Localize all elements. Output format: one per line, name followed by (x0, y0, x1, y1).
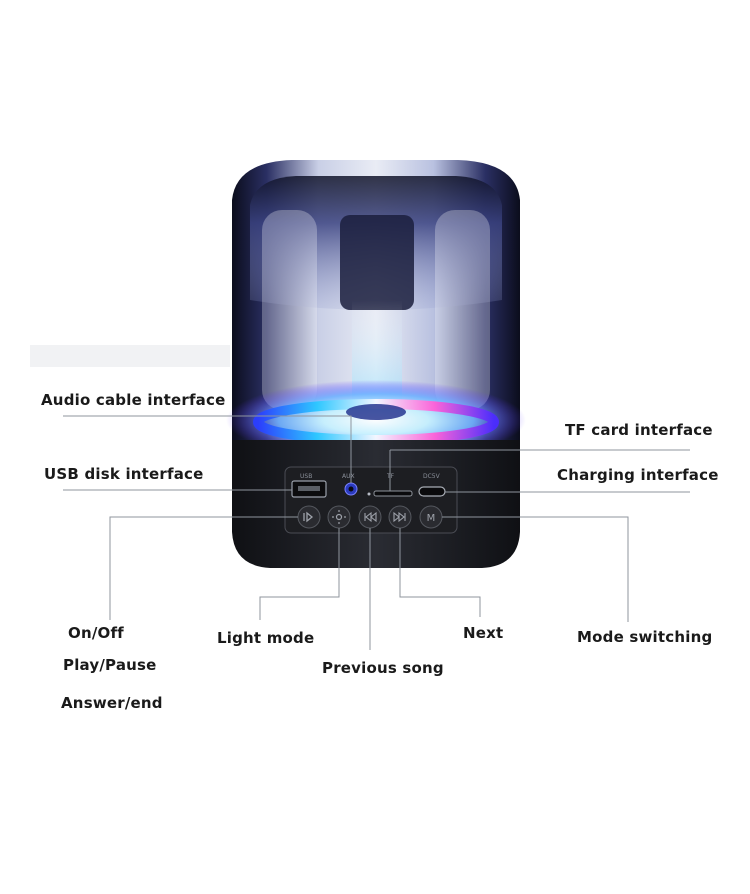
label-audio-cable-interface: Audio cable interface (41, 391, 226, 409)
shell-side-right (435, 210, 490, 410)
indicator-led (367, 492, 371, 496)
label-play-pause: Play/Pause (63, 656, 157, 674)
charging-port[interactable] (418, 486, 446, 497)
speaker-core (340, 215, 414, 310)
light-button[interactable] (327, 505, 351, 529)
label-usb-disk-interface: USB disk interface (44, 465, 204, 483)
light-sun-icon (332, 510, 346, 524)
usb-port-text: USB (300, 473, 312, 480)
shell-side-left (262, 210, 317, 410)
usb-port-tongue (298, 486, 320, 491)
label-light-mode: Light mode (217, 629, 315, 647)
mode-m-icon: M (427, 513, 436, 524)
background-smear (30, 345, 230, 367)
dc-port-text: DC5V (423, 473, 441, 480)
next-button[interactable] (388, 505, 412, 529)
callout-light (259, 528, 340, 620)
tf-card-slot[interactable] (373, 490, 413, 497)
power-play-icon (303, 511, 314, 523)
callout-mode (442, 516, 629, 622)
label-previous-song: Previous song (322, 659, 444, 677)
callout-lines (63, 415, 690, 650)
aux-jack-hole (348, 486, 354, 492)
previous-button[interactable] (358, 505, 382, 529)
previous-track-icon (364, 511, 377, 523)
power-button[interactable] (297, 505, 321, 529)
label-answer-end: Answer/end (61, 694, 163, 712)
callout-audio (63, 415, 352, 483)
callout-next (399, 528, 481, 617)
light-ring-center (346, 404, 406, 420)
label-next: Next (463, 624, 504, 642)
label-tf-card-interface: TF card interface (565, 421, 713, 439)
label-mode-switching: Mode switching (577, 628, 713, 646)
label-charging-interface: Charging interface (557, 466, 719, 484)
callout-onoff (109, 516, 298, 620)
next-track-icon (393, 511, 406, 523)
label-on-off: On/Off (68, 624, 124, 642)
mode-button[interactable]: M (419, 505, 443, 529)
aux-port-text: AUX (342, 473, 355, 480)
